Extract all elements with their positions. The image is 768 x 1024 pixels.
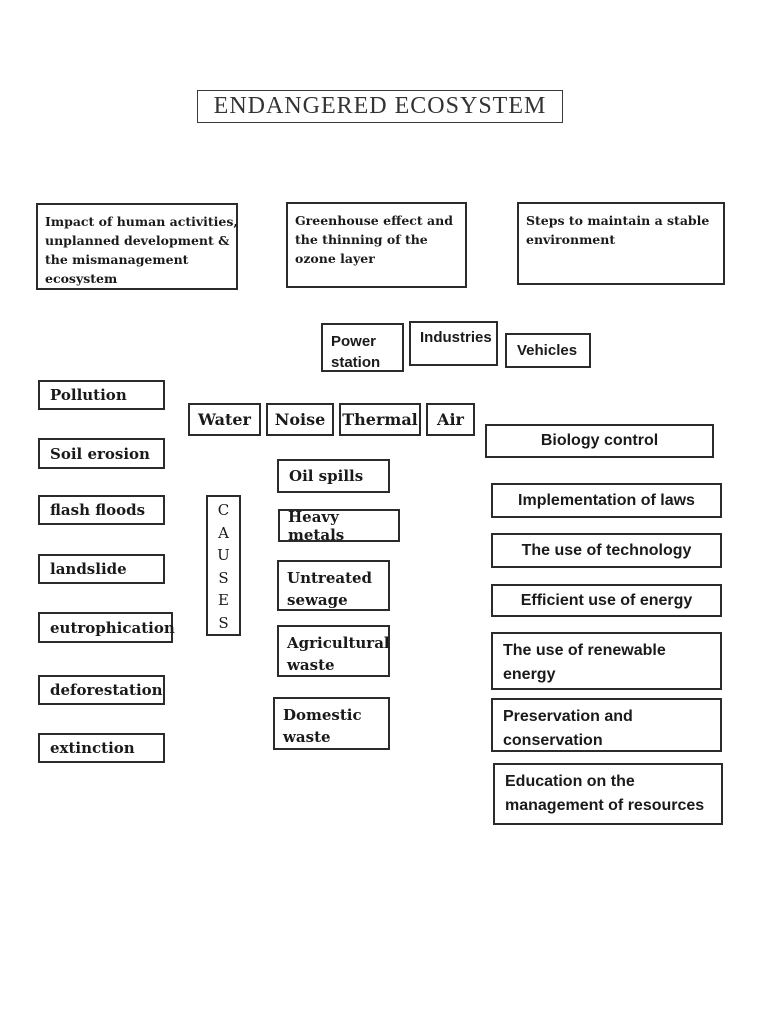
cause-untreated-sewage-line: Untreated	[287, 569, 373, 587]
cause-untreated-sewage: Untreated sewage	[277, 560, 390, 611]
step-renewable-energy-line: energy	[503, 666, 556, 683]
branch-steps: Steps to maintain a stable environment	[517, 202, 725, 285]
source-industries: Industries	[409, 321, 498, 366]
step-preservation-conservation: Preservation and conservation	[491, 698, 722, 752]
effect-soil-erosion: Soil erosion	[38, 438, 165, 469]
step-renewable-energy-line: The use of renewable	[503, 642, 666, 659]
branch-greenhouse-line: ozone layer	[295, 251, 375, 266]
step-education-resources-line: management of resources	[505, 797, 705, 814]
effect-extinction: extinction	[38, 733, 165, 763]
step-implementation-of-laws: Implementation of laws	[491, 483, 722, 518]
effect-eutrophication: eutrophication	[38, 612, 175, 643]
causes-letter: S	[218, 568, 229, 587]
causes-letter: C	[217, 501, 230, 519]
effect-flash-floods: flash floods	[38, 495, 165, 525]
branch-impact-line: unplanned development &	[45, 233, 230, 248]
cause-agricultural-waste-line: Agricultural	[287, 634, 390, 652]
cause-oil-spills: Oil spills	[277, 459, 390, 493]
effect-deforestation: deforestation	[38, 675, 165, 705]
cause-domestic-waste: Domestic waste	[273, 697, 390, 750]
branch-impact-line: Impact of human activities,	[45, 214, 238, 229]
effect-landslide: landslide	[38, 554, 165, 584]
source-power-station-line: Power	[331, 333, 377, 350]
step-efficient-use-of-energy: Efficient use of energy	[491, 584, 722, 617]
branch-steps-line: Steps to maintain a stable	[526, 213, 710, 228]
branch-steps-line: environment	[526, 232, 616, 247]
causes-letter: E	[218, 591, 229, 609]
branch-greenhouse-line: Greenhouse effect and	[295, 213, 453, 228]
step-use-of-technology: The use of technology	[491, 533, 722, 568]
cause-agricultural-waste-line: waste	[287, 656, 335, 674]
type-thermal: Thermal	[339, 403, 421, 436]
cause-agricultural-waste: Agricultural waste	[277, 625, 390, 677]
cause-domestic-waste-line: Domestic	[283, 706, 362, 724]
causes-label: C A U S E S	[206, 495, 241, 636]
cause-domestic-waste-line: waste	[283, 728, 331, 746]
type-water: Water	[188, 403, 261, 436]
effect-pollution: Pollution	[38, 380, 165, 410]
branch-impact-line: ecosystem	[45, 271, 118, 286]
step-biology-control: Biology control	[485, 424, 714, 458]
causes-letter: S	[218, 613, 229, 632]
causes-letter: A	[218, 523, 229, 542]
step-education-resources: Education on the management of resources	[493, 763, 723, 825]
source-power-station: Power station	[321, 323, 404, 372]
causes-letter: U	[217, 546, 230, 564]
cause-untreated-sewage-line: sewage	[287, 591, 348, 609]
cause-heavy-metals: Heavy metals	[278, 508, 400, 544]
branch-impact-line: the mismanagement	[45, 252, 189, 267]
type-air: Air	[426, 403, 475, 436]
branch-greenhouse-line: the thinning of the	[295, 232, 428, 247]
step-preservation-conservation-line: Preservation and	[503, 708, 633, 725]
branch-greenhouse: Greenhouse effect and the thinning of th…	[286, 202, 467, 288]
page-title: ENDANGERED ECOSYSTEM	[197, 90, 563, 123]
step-preservation-conservation-line: conservation	[503, 732, 603, 749]
type-noise: Noise	[266, 403, 334, 436]
branch-impact: Impact of human activities, unplanned de…	[36, 203, 238, 290]
source-power-station-line: station	[331, 354, 381, 371]
step-education-resources-line: Education on the	[505, 773, 635, 790]
source-vehicles: Vehicles	[505, 333, 591, 368]
step-renewable-energy: The use of renewable energy	[491, 632, 722, 690]
